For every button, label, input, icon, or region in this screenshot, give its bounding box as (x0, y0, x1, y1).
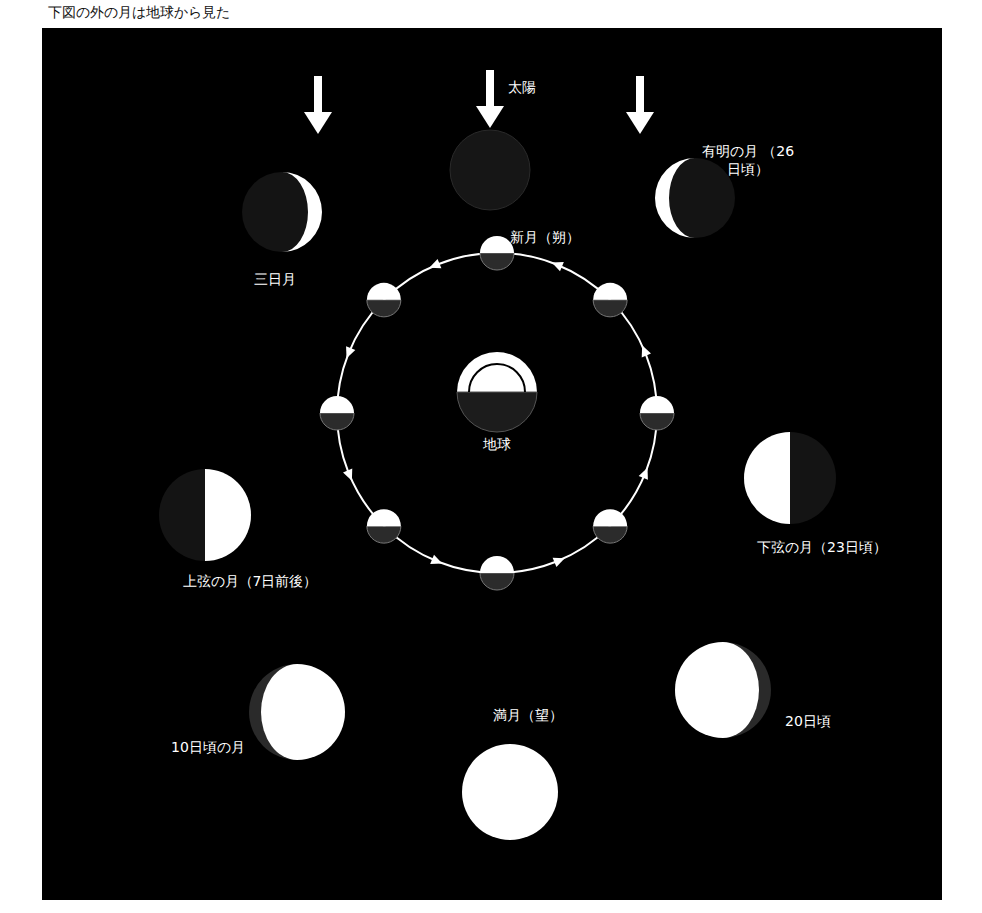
phase-label: 新月（朔） (510, 229, 580, 247)
sunlight-arrows (304, 70, 654, 134)
orbit-moon-lit (367, 283, 401, 300)
orbit-arrowhead (552, 262, 564, 271)
orbit-arrowhead (346, 346, 355, 358)
phase-label: 三日月 (254, 271, 296, 289)
orbit-moon-dark (480, 253, 514, 270)
orbit-moon-dark (640, 413, 674, 430)
orbit-arrowhead (343, 469, 352, 481)
phase-label: 上弦の月（7日前後） (183, 573, 318, 591)
crescent-dark (242, 172, 322, 252)
orbit-moon-lit (480, 236, 514, 253)
orbit-moon-lit (640, 396, 674, 413)
gibbous-dark (249, 664, 345, 760)
sun-label: 太陽 (508, 79, 536, 97)
moon-orbit (337, 253, 657, 573)
crescent-dark (655, 158, 735, 238)
orbit-moon-lit (480, 556, 514, 573)
full-moon (462, 744, 558, 840)
orbit-moon-dark (320, 413, 354, 430)
waxing-gibbous-moon (261, 664, 345, 760)
orbit-moon-dark (480, 573, 514, 590)
quarter-dark (159, 469, 251, 561)
crescent-moon (282, 172, 322, 252)
earth-day-side (457, 352, 537, 392)
phase-label: 20日頃 (785, 713, 831, 731)
earth-ring (469, 364, 525, 392)
page-heading: 下図の外の月は地球から見た (48, 4, 230, 22)
orbit-moon-dark (593, 526, 627, 543)
orbit-moon-lit (320, 396, 354, 413)
orbit-moon-lit (367, 509, 401, 526)
earth-label: 地球 (483, 436, 511, 454)
gibbous-dark (675, 642, 771, 738)
orbit-arrowhead (642, 345, 651, 357)
orbit-arrowhead (430, 555, 442, 564)
orbit-moons (320, 236, 674, 590)
phase-label: 満月（望） (493, 707, 563, 725)
earth-night-side (457, 392, 537, 432)
orbit-moon-dark (593, 300, 627, 317)
waning-crescent (655, 158, 695, 238)
orbit-moon-lit (593, 283, 627, 300)
waning-gibbous-moon (675, 642, 759, 738)
orbit-moon-dark (367, 526, 401, 543)
first-quarter-moon (205, 469, 251, 561)
orbit-arrowhead (429, 259, 441, 268)
last-quarter-moon (744, 432, 790, 524)
orbit-arrowhead (639, 468, 648, 480)
quarter-dark (744, 432, 836, 524)
orbit-arrowhead (553, 558, 565, 567)
phase-label: 下弦の月（23日頃） (757, 539, 887, 557)
new-moon (450, 130, 530, 210)
phase-label: 10日頃の月 (171, 739, 245, 757)
orbit-moon-lit (593, 509, 627, 526)
orbit-moon-dark (367, 300, 401, 317)
phase-label: 有明の月 （26日頃） (698, 143, 798, 178)
